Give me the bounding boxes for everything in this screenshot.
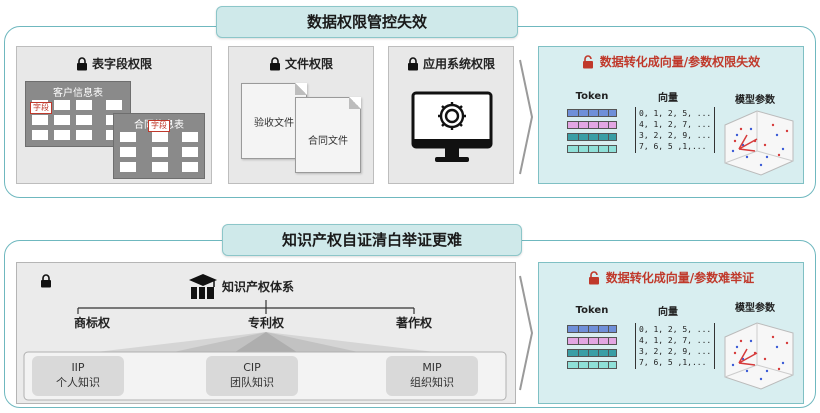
lock-icon [407,56,418,70]
vector-matrix: 0, 1, 2, 5, ...4, 1, 2, 7, ...3, 2, 2, 9… [635,107,716,153]
token-label: Token [575,305,609,316]
customer-info-table: 客户信息表 字段 [25,81,131,147]
contract-document: 合同文件 [295,97,361,173]
token-stack [567,325,617,381]
token-row [567,133,617,141]
token-stack [567,109,617,165]
token-row [567,121,617,129]
vector-label: 向量 [658,93,678,104]
app-permission-header: 应用系统权限 [389,55,513,72]
token-row [567,109,617,117]
app-permission-card: 应用系统权限 [388,46,514,184]
vector-permission-panel: 数据转化成向量/参数权限失效 Token 向量 模型参数 0, 1, 2, 5,… [538,46,804,184]
param-label: 模型参数 [735,95,775,106]
vector-permission-header: 数据转化成向量/参数权限失效 [539,53,803,70]
monitor-gear-icon [411,91,493,162]
vector-label: 向量 [658,307,678,318]
unlocked-icon [582,54,593,68]
ip-level-code: MIP [422,361,442,374]
field-tag: 字段 [148,120,170,132]
ip-evidence-panel: 数据转化成向量/参数难举证 Token 向量 模型参数 0, 1, 2, 5, … [538,262,804,404]
param-label: 模型参数 [735,303,775,314]
file-permission-header: 文件权限 [229,55,373,72]
lock-icon [76,56,87,70]
lock-icon [41,274,51,288]
token-row [567,337,617,345]
ip-system-label: 知识产权体系 [222,280,295,294]
chevron-right-icon [519,59,534,175]
branch-copyright: 著作权 [395,316,432,330]
unlocked-icon [588,270,599,284]
section1-title: 数据权限管控失效 [216,6,518,38]
app-permission-label: 应用系统权限 [422,57,495,71]
token-row [567,361,617,369]
customer-info-table-title: 客户信息表 [53,88,103,99]
ip-level-card: CIP 团队知识 [206,356,298,396]
ip-level-card: MIP 组织知识 [386,356,478,396]
token-label: Token [575,91,609,102]
field-permission-card: 表字段权限 客户信息表 字段 合同信息表 字段 [16,46,212,184]
token-row [567,325,617,333]
file-permission-card: 文件权限 验收文件 合同文件 [228,46,374,184]
field-tag: 字段 [30,102,52,114]
branch-trademark: 商标权 [73,316,110,330]
ip-level-name: 组织知识 [410,376,454,389]
section2-title: 知识产权自证清白举证更难 [222,224,522,256]
chevron-right-icon [519,275,534,391]
ip-level-code: CIP [243,361,261,374]
ip-level-card: IIP 个人知识 [32,356,124,396]
token-row [567,145,617,153]
contract-document-label: 合同文件 [308,136,348,147]
scatter-3d-icon [724,110,794,176]
field-permission-label: 表字段权限 [91,57,152,71]
acceptance-document-label: 验收文件 [254,118,294,129]
ip-evidence-header: 数据转化成向量/参数难举证 [539,269,803,286]
branch-patent: 专利权 [247,316,284,330]
contract-info-table: 合同信息表 字段 [113,113,205,179]
ip-level-name: 个人知识 [56,376,100,389]
ip-level-code: IIP [71,361,85,374]
token-row [567,349,617,357]
scatter-3d-icon [724,322,794,390]
lock-icon [269,56,280,70]
file-permission-label: 文件权限 [284,57,333,71]
ip-level-name: 团队知识 [230,376,274,389]
field-permission-header: 表字段权限 [17,55,211,72]
vector-matrix: 0, 1, 2, 5, ...4, 1, 2, 7, ...3, 2, 2, 9… [635,323,716,369]
graduation-books-icon [189,274,217,299]
